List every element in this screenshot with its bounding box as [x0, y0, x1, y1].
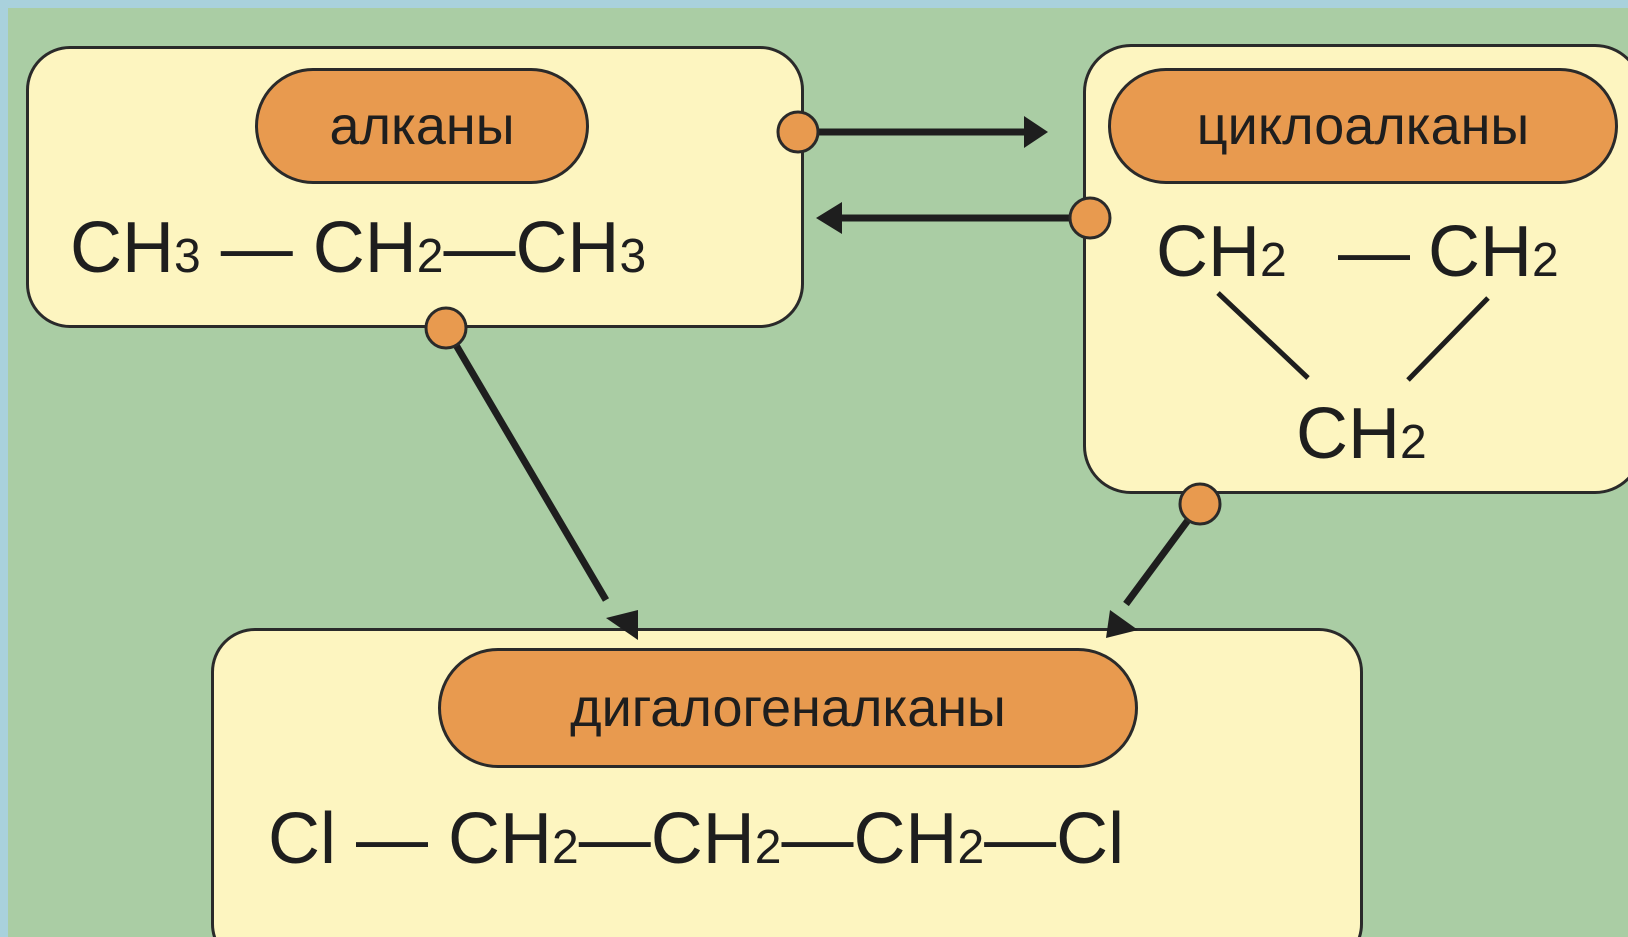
cycloalkanes-top-bond-text: — — [1338, 212, 1410, 292]
alkanes-label-text: алканы — [329, 96, 515, 156]
alkanes-group-1-sub: 3 — [174, 230, 201, 283]
dihaloalkanes-atom-5: Cl — [1056, 799, 1125, 879]
cycloalkanes-label: циклоалканы — [1108, 68, 1618, 184]
alkanes-group-2: CH — [312, 208, 417, 288]
cycloalkanes-top-right-text: CH — [1428, 212, 1532, 292]
alkanes-bond-1: — — [220, 208, 293, 288]
dihaloalkanes-label-text: дигалогеналканы — [570, 678, 1006, 738]
alkanes-group-3: CH — [515, 208, 620, 288]
dihaloalkanes-formula: Cl — CH2—CH2—CH2—Cl — [268, 803, 1124, 875]
edge-cycloalkanes-to-alkanes — [816, 196, 1112, 240]
alkanes-group-3-sub: 3 — [619, 230, 647, 283]
cycloalkanes-ring-bond-right — [1406, 296, 1490, 382]
dihaloalkanes-label: дигалогеналканы — [438, 648, 1138, 768]
cycloalkanes-bottom-sub: 2 — [1400, 416, 1427, 469]
dihaloalkanes-group-4: CH — [853, 799, 958, 879]
cycloalkanes-bottom-text: CH — [1296, 394, 1400, 474]
cycloalkanes-top-left-sub: 2 — [1260, 234, 1287, 287]
alkanes-group-2-sub: 2 — [416, 230, 444, 283]
cycloalkanes-label-text: циклоалканы — [1196, 96, 1530, 156]
cycloalkanes-top-left: CH2 — [1156, 216, 1287, 288]
cycloalkanes-bottom: CH2 — [1296, 398, 1427, 470]
dihaloalkanes-atom-1: Cl — [268, 799, 336, 879]
dihaloalkanes-bond-4: — — [984, 799, 1057, 879]
dihaloalkanes-group-2: CH — [448, 799, 553, 879]
cycloalkanes-ring-bond-left — [1216, 291, 1310, 380]
dihaloalkanes-bond-3: — — [781, 799, 854, 879]
cycloalkanes-top-right: CH2 — [1428, 216, 1559, 288]
cycloalkanes-top-right-sub: 2 — [1532, 234, 1559, 287]
alkanes-group-1: CH — [70, 208, 174, 288]
edge-cycloalkanes-to-dihaloalkanes — [1106, 482, 1222, 638]
diagram-canvas: алканы CH3 — CH2—CH3 циклоалканы CH2 — C… — [8, 8, 1628, 937]
edge-alkanes-to-cycloalkanes — [776, 110, 1048, 154]
dihaloalkanes-bond-2: — — [578, 799, 651, 879]
dihaloalkanes-bond-1: — — [356, 799, 429, 879]
alkanes-bond-2: — — [443, 208, 516, 288]
cycloalkanes-top-left-text: CH — [1156, 212, 1260, 292]
dihaloalkanes-group-2-sub: 2 — [552, 821, 579, 874]
dihaloalkanes-group-3: CH — [650, 799, 755, 879]
diagram-links — [424, 110, 1490, 640]
edge-alkanes-to-dihaloalkanes — [424, 306, 638, 640]
dihaloalkanes-group-4-sub: 2 — [957, 821, 985, 874]
alkanes-label: алканы — [255, 68, 589, 184]
alkanes-formula: CH3 — CH2—CH3 — [70, 212, 646, 284]
dihaloalkanes-group-3-sub: 2 — [754, 821, 782, 874]
cycloalkanes-top-bond: — — [1338, 216, 1410, 288]
